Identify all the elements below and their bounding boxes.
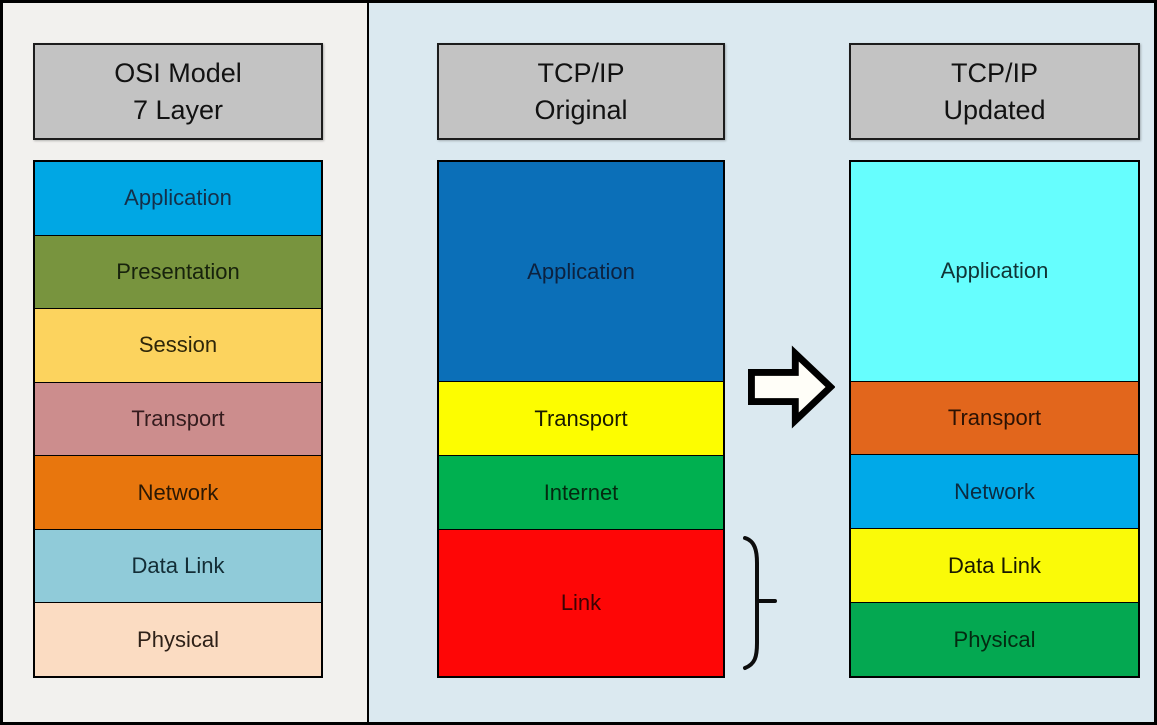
layer-label: Internet	[543, 479, 619, 505]
tcpip-updated-layer-network: Network	[851, 454, 1138, 529]
layer-label: Network	[137, 479, 219, 505]
tcpip-updated-layer-transport: Transport	[851, 380, 1138, 455]
osi-model-layer-data-link: Data Link	[35, 528, 321, 603]
layer-label: Data Link	[131, 553, 225, 579]
tcpip-updated-header: TCP/IP Updated	[849, 43, 1140, 140]
layer-label: Network	[954, 478, 1035, 504]
header-line-2: Updated	[943, 94, 1046, 125]
tcpip-updated-layer-application: Application	[851, 162, 1138, 381]
layer-label: Physical	[953, 626, 1036, 652]
right-block-arrow-icon	[748, 345, 835, 429]
osi-model-layer-application: Application	[35, 162, 321, 235]
tcpip-original-layer-internet: Internet	[439, 455, 723, 529]
header-line-1: TCP/IP	[537, 57, 625, 88]
tcpip-original-layer-transport: Transport	[439, 381, 723, 455]
layer-label: Transport	[131, 406, 225, 432]
osi-model-layer-network: Network	[35, 455, 321, 529]
osi-model-header: OSI Model 7 Layer	[33, 43, 323, 140]
header-line-2: Original	[534, 94, 628, 125]
layer-label: Application	[124, 185, 232, 211]
header-line-1: TCP/IP	[950, 57, 1038, 88]
layer-label: Transport	[947, 405, 1042, 430]
layer-label: Application	[527, 258, 635, 284]
curly-brace-icon	[743, 536, 777, 670]
tcpip-updated-layer-data-link: Data Link	[851, 528, 1138, 603]
osi-model-layer-presentation: Presentation	[35, 234, 321, 309]
layer-label: Presentation	[116, 258, 240, 284]
header-line-1: OSI Model	[114, 57, 242, 88]
tcpip-original-layer-link: Link	[439, 529, 723, 676]
tcpip-updated-layer-physical: Physical	[851, 602, 1138, 677]
tcpip-original-header: TCP/IP Original	[437, 43, 725, 140]
layer-label: Data Link	[948, 552, 1041, 578]
tcpip-original-layer-application: Application	[439, 162, 723, 381]
layer-label: Link	[560, 590, 602, 615]
osi-model-layer-physical: Physical	[35, 602, 321, 677]
layer-label: Session	[138, 332, 218, 358]
osi-model-layer-session: Session	[35, 308, 321, 382]
osi-model-layer-transport: Transport	[35, 381, 321, 456]
layer-label: Transport	[534, 405, 628, 431]
layer-label: Application	[940, 258, 1049, 284]
header-line-2: 7 Layer	[132, 94, 224, 125]
layer-label: Physical	[137, 626, 219, 652]
